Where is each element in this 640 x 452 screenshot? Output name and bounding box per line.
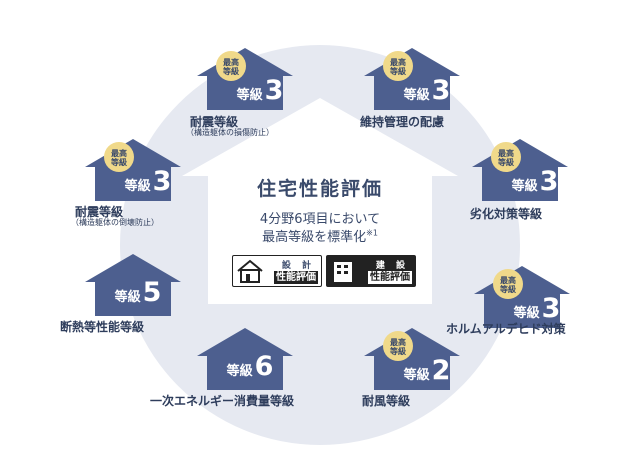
top-grade-medal-icon: 最高等級: [490, 141, 522, 173]
top-grade-medal-icon: 最高等級: [103, 141, 135, 173]
grade-item-sublabel: （構造躯体の倒壊防止）: [71, 218, 159, 227]
grade-number: 3: [152, 166, 172, 197]
grade-item-label: 一次エネルギー消費量等級: [150, 394, 295, 408]
build-logo-big: 性能評価: [368, 271, 412, 284]
grade-label: 等級: [114, 290, 141, 305]
grade-value: 等級3: [121, 167, 175, 197]
grade-item-label: 断熱等性能等級: [60, 320, 145, 334]
grade-label: 等級: [124, 179, 151, 194]
center-house-shape: [182, 98, 458, 304]
grade-label: 等級: [226, 364, 253, 379]
grade-value: 等級2: [400, 356, 454, 386]
grade-badge: 最高等級等級3: [83, 137, 183, 203]
top-grade-medal-icon: 最高等級: [215, 50, 247, 82]
center-line-1: 4分野6項目において: [259, 212, 381, 227]
house-icon: [237, 259, 263, 283]
top-grade-medal-icon: 最高等級: [492, 268, 524, 300]
grade-item-sublabel: （構造躯体の損傷防止）: [186, 128, 274, 137]
grade-value: 等級3: [233, 76, 287, 106]
design-logo-big: 性能評価: [274, 271, 318, 284]
grade-badge: 等級5: [83, 252, 183, 318]
grade-badge: 最高等級等級3: [195, 46, 295, 112]
grade-value: 等級3: [400, 76, 454, 106]
grade-number: 3: [541, 293, 561, 324]
grade-number: 3: [264, 75, 284, 106]
center-house: 住宅性能評価 4分野6項目において 最高等級を標準化※1 設 計 性能評価 建 …: [180, 96, 460, 306]
medal-text: 最高等級: [223, 58, 239, 76]
center-line-2-text: 最高等級を標準化: [262, 230, 367, 245]
grade-number: 3: [539, 166, 559, 197]
grade-badge: 最高等級等級2: [362, 326, 462, 392]
grade-number: 3: [431, 75, 451, 106]
construction-evaluation-logo: 建 設 性能評価: [326, 255, 416, 287]
grade-value: 等級3: [510, 294, 564, 324]
grade-label: 等級: [511, 179, 538, 194]
grade-badge: 最高等級等級3: [472, 264, 572, 330]
grade-value: 等級6: [213, 352, 287, 382]
badge-house-icon: [197, 328, 293, 390]
build-logo-small: 建 設: [375, 261, 409, 271]
grade-item-label: 耐風等級: [362, 394, 411, 408]
grade-label: 等級: [236, 88, 263, 103]
grade-value: 等級3: [508, 167, 562, 197]
center-line-2: 最高等級を標準化※1: [180, 226, 460, 245]
grade-number: 5: [142, 277, 162, 308]
grade-badge: 最高等級等級3: [362, 46, 462, 112]
medal-text: 最高等級: [500, 276, 516, 294]
grade-number: 2: [431, 355, 451, 386]
grade-label: 等級: [513, 306, 540, 321]
grade-item-label: ホルムアルデヒド対策: [446, 322, 566, 336]
grade-item-label: 耐震等級: [75, 205, 124, 219]
medal-text: 最高等級: [390, 338, 406, 356]
medal-text: 最高等級: [390, 58, 406, 76]
medal-text: 最高等級: [111, 149, 127, 167]
grade-item-label: 劣化対策等級: [470, 207, 543, 221]
top-grade-medal-icon: 最高等級: [382, 50, 414, 82]
top-grade-medal-icon: 最高等級: [382, 330, 414, 362]
grade-label: 等級: [403, 88, 430, 103]
design-logo-small: 設 計: [281, 261, 315, 271]
grade-item-label: 耐震等級: [190, 115, 239, 129]
grade-label: 等級: [403, 368, 430, 383]
design-evaluation-logo: 設 計 性能評価: [232, 255, 322, 287]
grade-badge: 等級6: [195, 326, 295, 392]
grade-item-label: 維持管理の配慮: [360, 115, 445, 129]
badge-house-icon: [85, 254, 181, 316]
center-title: 住宅性能評価: [256, 178, 383, 200]
building-icon: [334, 262, 352, 282]
medal-text: 最高等級: [498, 149, 514, 167]
grade-value: 等級5: [101, 278, 175, 308]
grade-number: 6: [254, 351, 274, 382]
center-note: ※1: [366, 228, 378, 238]
grade-badge: 最高等級等級3: [470, 137, 570, 203]
